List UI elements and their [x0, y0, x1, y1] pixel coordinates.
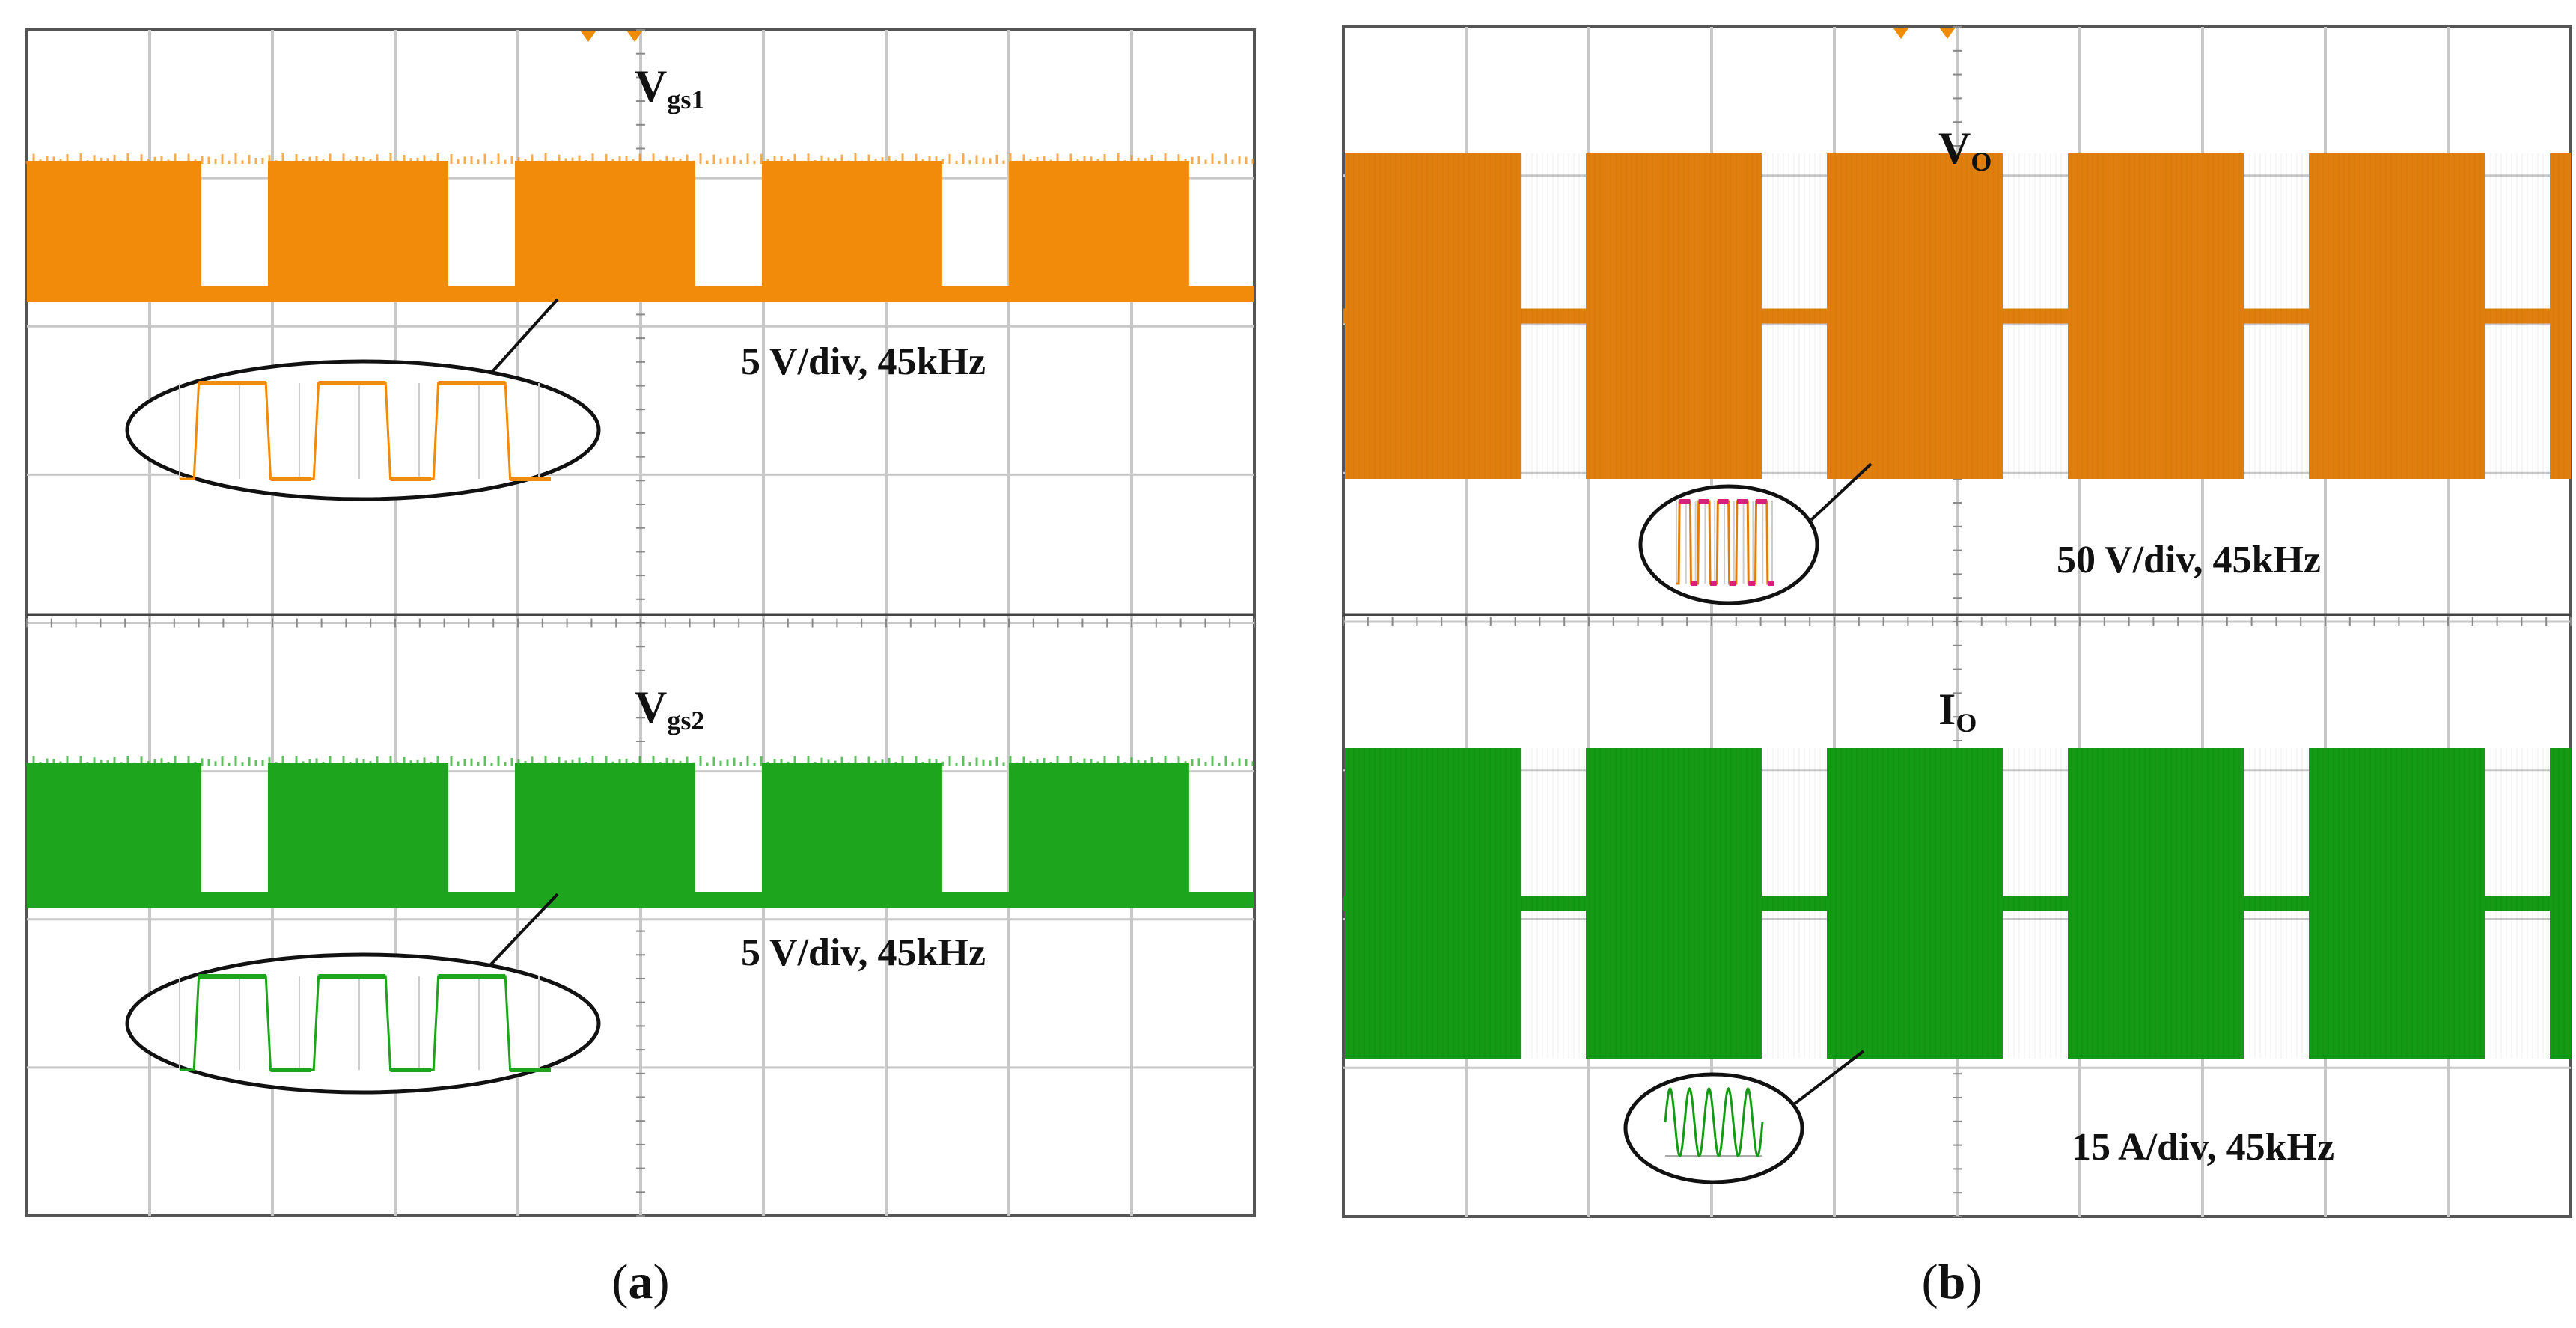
vo-waveform [1343, 153, 2571, 479]
waveform-pulse [1009, 161, 1189, 299]
waveform-burst [2309, 748, 2485, 1059]
trace-scale-label: 50 V/div, 45kHz [2057, 539, 2321, 581]
waveform-burst [2068, 153, 2244, 479]
panel-a-caption: (a) [612, 1255, 670, 1309]
zoom-pointer [489, 298, 559, 376]
panel-b-trigger-markers [1893, 28, 1955, 39]
caption-letter: b [1938, 1255, 1966, 1309]
zoom-inset-vgs2 [125, 952, 601, 1095]
io-waveform [1343, 748, 2571, 1059]
waveform-burst [1345, 153, 1522, 479]
zoom-inset-ellipse [125, 952, 601, 1095]
zoom-inset-waveform [1676, 499, 1774, 586]
caption-letter: a [629, 1255, 653, 1309]
waveform-burst [1827, 153, 2003, 479]
waveform-pulse [27, 161, 201, 299]
waveform-burst [1345, 748, 1522, 1059]
trace-label-main: V [635, 61, 667, 111]
trace-label-subscript: O [1971, 147, 1991, 177]
waveform-burst [1586, 748, 1762, 1059]
trace-vo: VO 50 V/div, 45kHz [1343, 123, 2571, 605]
waveform-burst [2309, 153, 2485, 479]
trace-label: Vgs1 [635, 61, 704, 114]
waveform-pulse [268, 161, 448, 299]
waveform-burst [1827, 748, 2003, 1059]
vgs2-waveform [25, 756, 1254, 908]
inset-waveform-line [1664, 1087, 1764, 1157]
caption-open: ( [612, 1255, 629, 1309]
trace-label-main: V [635, 682, 667, 732]
zoom-inset-waveform [179, 381, 551, 481]
vgs1-waveform [25, 153, 1254, 302]
trace-vgs1: Vgs1 5 V/div, 45kHz [25, 61, 1254, 501]
waveform-burst [2550, 153, 2571, 479]
trace-label: VO [1938, 123, 1991, 177]
waveform-burst [1586, 153, 1762, 479]
waveform-pulse [515, 161, 695, 299]
trace-label-subscript: gs1 [667, 85, 704, 114]
zoom-pointer [1783, 1050, 1865, 1113]
waveform-pulse [762, 763, 942, 905]
waveform-pulse [1009, 763, 1189, 905]
trace-label-main: I [1938, 685, 1956, 734]
trace-scale-label: 5 V/div, 45kHz [741, 931, 986, 974]
panel-a-trigger-markers [581, 31, 642, 42]
panel-b-caption: (b) [1922, 1255, 1983, 1309]
zoom-inset-vo [1638, 484, 1819, 605]
trace-scale-label: 15 A/div, 45kHz [2072, 1126, 2334, 1169]
trace-label: Vgs2 [635, 682, 704, 735]
zoom-pointer [1810, 462, 1873, 521]
waveform-pulse [27, 763, 201, 905]
trace-label: IO [1938, 685, 1977, 738]
zoom-inset-ellipse [125, 359, 601, 501]
trace-vgs2: Vgs2 5 V/div, 45kHz [25, 682, 1254, 1095]
zoom-inset-waveform [179, 974, 551, 1072]
zoom-pointer [489, 893, 559, 967]
waveform-burst [2550, 748, 2571, 1059]
trace-scale-label: 5 V/div, 45kHz [741, 340, 986, 383]
trigger-marker [1893, 28, 1908, 39]
panel-b-oscilloscope: VO 50 V/div, 45kHz IO 15 A/div, 45kHz (b… [1342, 25, 2572, 1309]
zoom-inset-io [1623, 1072, 1804, 1184]
caption-close: ) [653, 1255, 670, 1309]
caption-open: ( [1922, 1255, 1938, 1309]
panel-a-oscilloscope: Vgs1 5 V/div, 45kHz Vgs2 5 V/div, 45kHz … [25, 28, 1256, 1309]
trigger-marker [627, 31, 642, 42]
trigger-marker [581, 31, 596, 42]
trace-io: IO 15 A/div, 45kHz [1343, 685, 2571, 1184]
trigger-marker [1940, 28, 1955, 39]
trace-label-subscript: O [1956, 708, 1977, 738]
waveform-pulse [762, 161, 942, 299]
waveform-pulse [515, 763, 695, 905]
waveform-burst [2068, 748, 2244, 1059]
zoom-inset-vgs1 [125, 359, 601, 501]
trace-label-subscript: gs2 [667, 706, 704, 735]
waveform-pulse [268, 763, 448, 905]
trace-label-main: V [1938, 123, 1971, 173]
caption-close: ) [1965, 1255, 1982, 1309]
zoom-inset-waveform [1664, 1087, 1764, 1157]
